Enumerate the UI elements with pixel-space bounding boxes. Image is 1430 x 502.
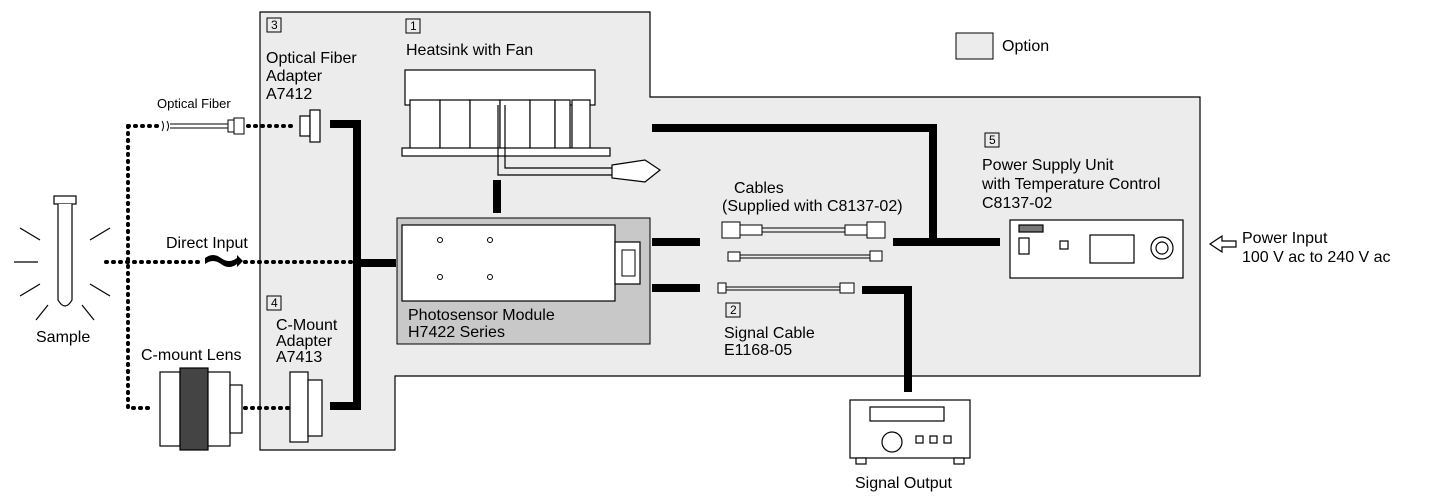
cmount-adapter-number: 4 [271,296,278,310]
signal-cable-number-box [725,302,741,318]
heatsink-number: 1 [410,19,417,33]
cables-label-line1: Cables [734,180,784,197]
light-paths [104,124,354,410]
heatsink-fan-drawing [401,69,662,183]
cmount-adapter-label-line2: Adapter [276,333,333,350]
signal-cable-label-line2: E1168-05 [724,342,792,359]
power-supply-number: 5 [989,133,996,147]
fiber-adapter-number: 3 [271,18,278,32]
module-screw [437,274,443,280]
cmount-lens-label: C-mount Lens [141,347,242,364]
module-label-line1: Photosensor Module [408,307,555,324]
signal-cable-label-line1: Signal Cable [724,325,815,342]
module-screw [437,237,443,243]
signal-output-label: Signal Output [855,475,953,492]
signal-cable-number: 2 [730,303,737,317]
power-supply-unit-drawing [1009,219,1184,279]
heatsink-label: Heatsink with Fan [406,42,533,59]
power-supply-label-line3: C8137-02 [982,195,1052,212]
fiber-adapter-label-line1: Optical Fiber [266,50,357,67]
sample-tube-drawing [14,195,111,321]
cables-label-line2: (Supplied with C8137-02) [722,198,903,215]
power-input-label-line2: 100 V ac to 240 V ac [1242,249,1391,266]
module-connector-inner [621,249,636,277]
fiber-adapter-drawing [299,109,321,143]
power-supply-number-box [984,132,1000,148]
direct-input-label: Direct Input [166,235,248,252]
module-label-line2: H7422 Series [408,324,505,341]
cmount-adapter-label-line3: A7413 [276,349,322,366]
power-supply-label-line1: Power Supply Unit [982,157,1114,174]
photosensor-module-body [401,224,616,302]
legend-swatch [955,32,994,60]
supplied-cables-drawing [717,221,886,294]
module-screw [487,274,493,280]
power-input-label-line1: Power Input [1242,230,1328,247]
legend-label: Option [1002,38,1049,55]
power-supply-label-line2: with Temperature Control [981,176,1160,193]
fiber-adapter-label-line3: A7412 [266,86,312,103]
cmount-adapter-drawing [289,371,323,443]
fiber-adapter-number-box [266,17,282,33]
module-screw [487,237,493,243]
direct-input-light-icon [205,255,243,267]
cmount-lens-drawing [159,367,243,451]
heatsink-number-box [405,18,421,34]
cmount-adapter-label-line1: C-Mount [276,317,338,334]
optical-fiber-label: Optical Fiber [157,96,231,111]
sample-label: Sample [36,329,90,346]
signal-output-device-drawing [849,399,971,465]
fiber-adapter-label-line2: Adapter [266,68,323,85]
cmount-adapter-number-box [266,295,282,311]
power-input-arrow-icon [1208,234,1237,254]
connection-lines [330,120,1000,410]
optical-fiber-drawing [161,117,245,135]
